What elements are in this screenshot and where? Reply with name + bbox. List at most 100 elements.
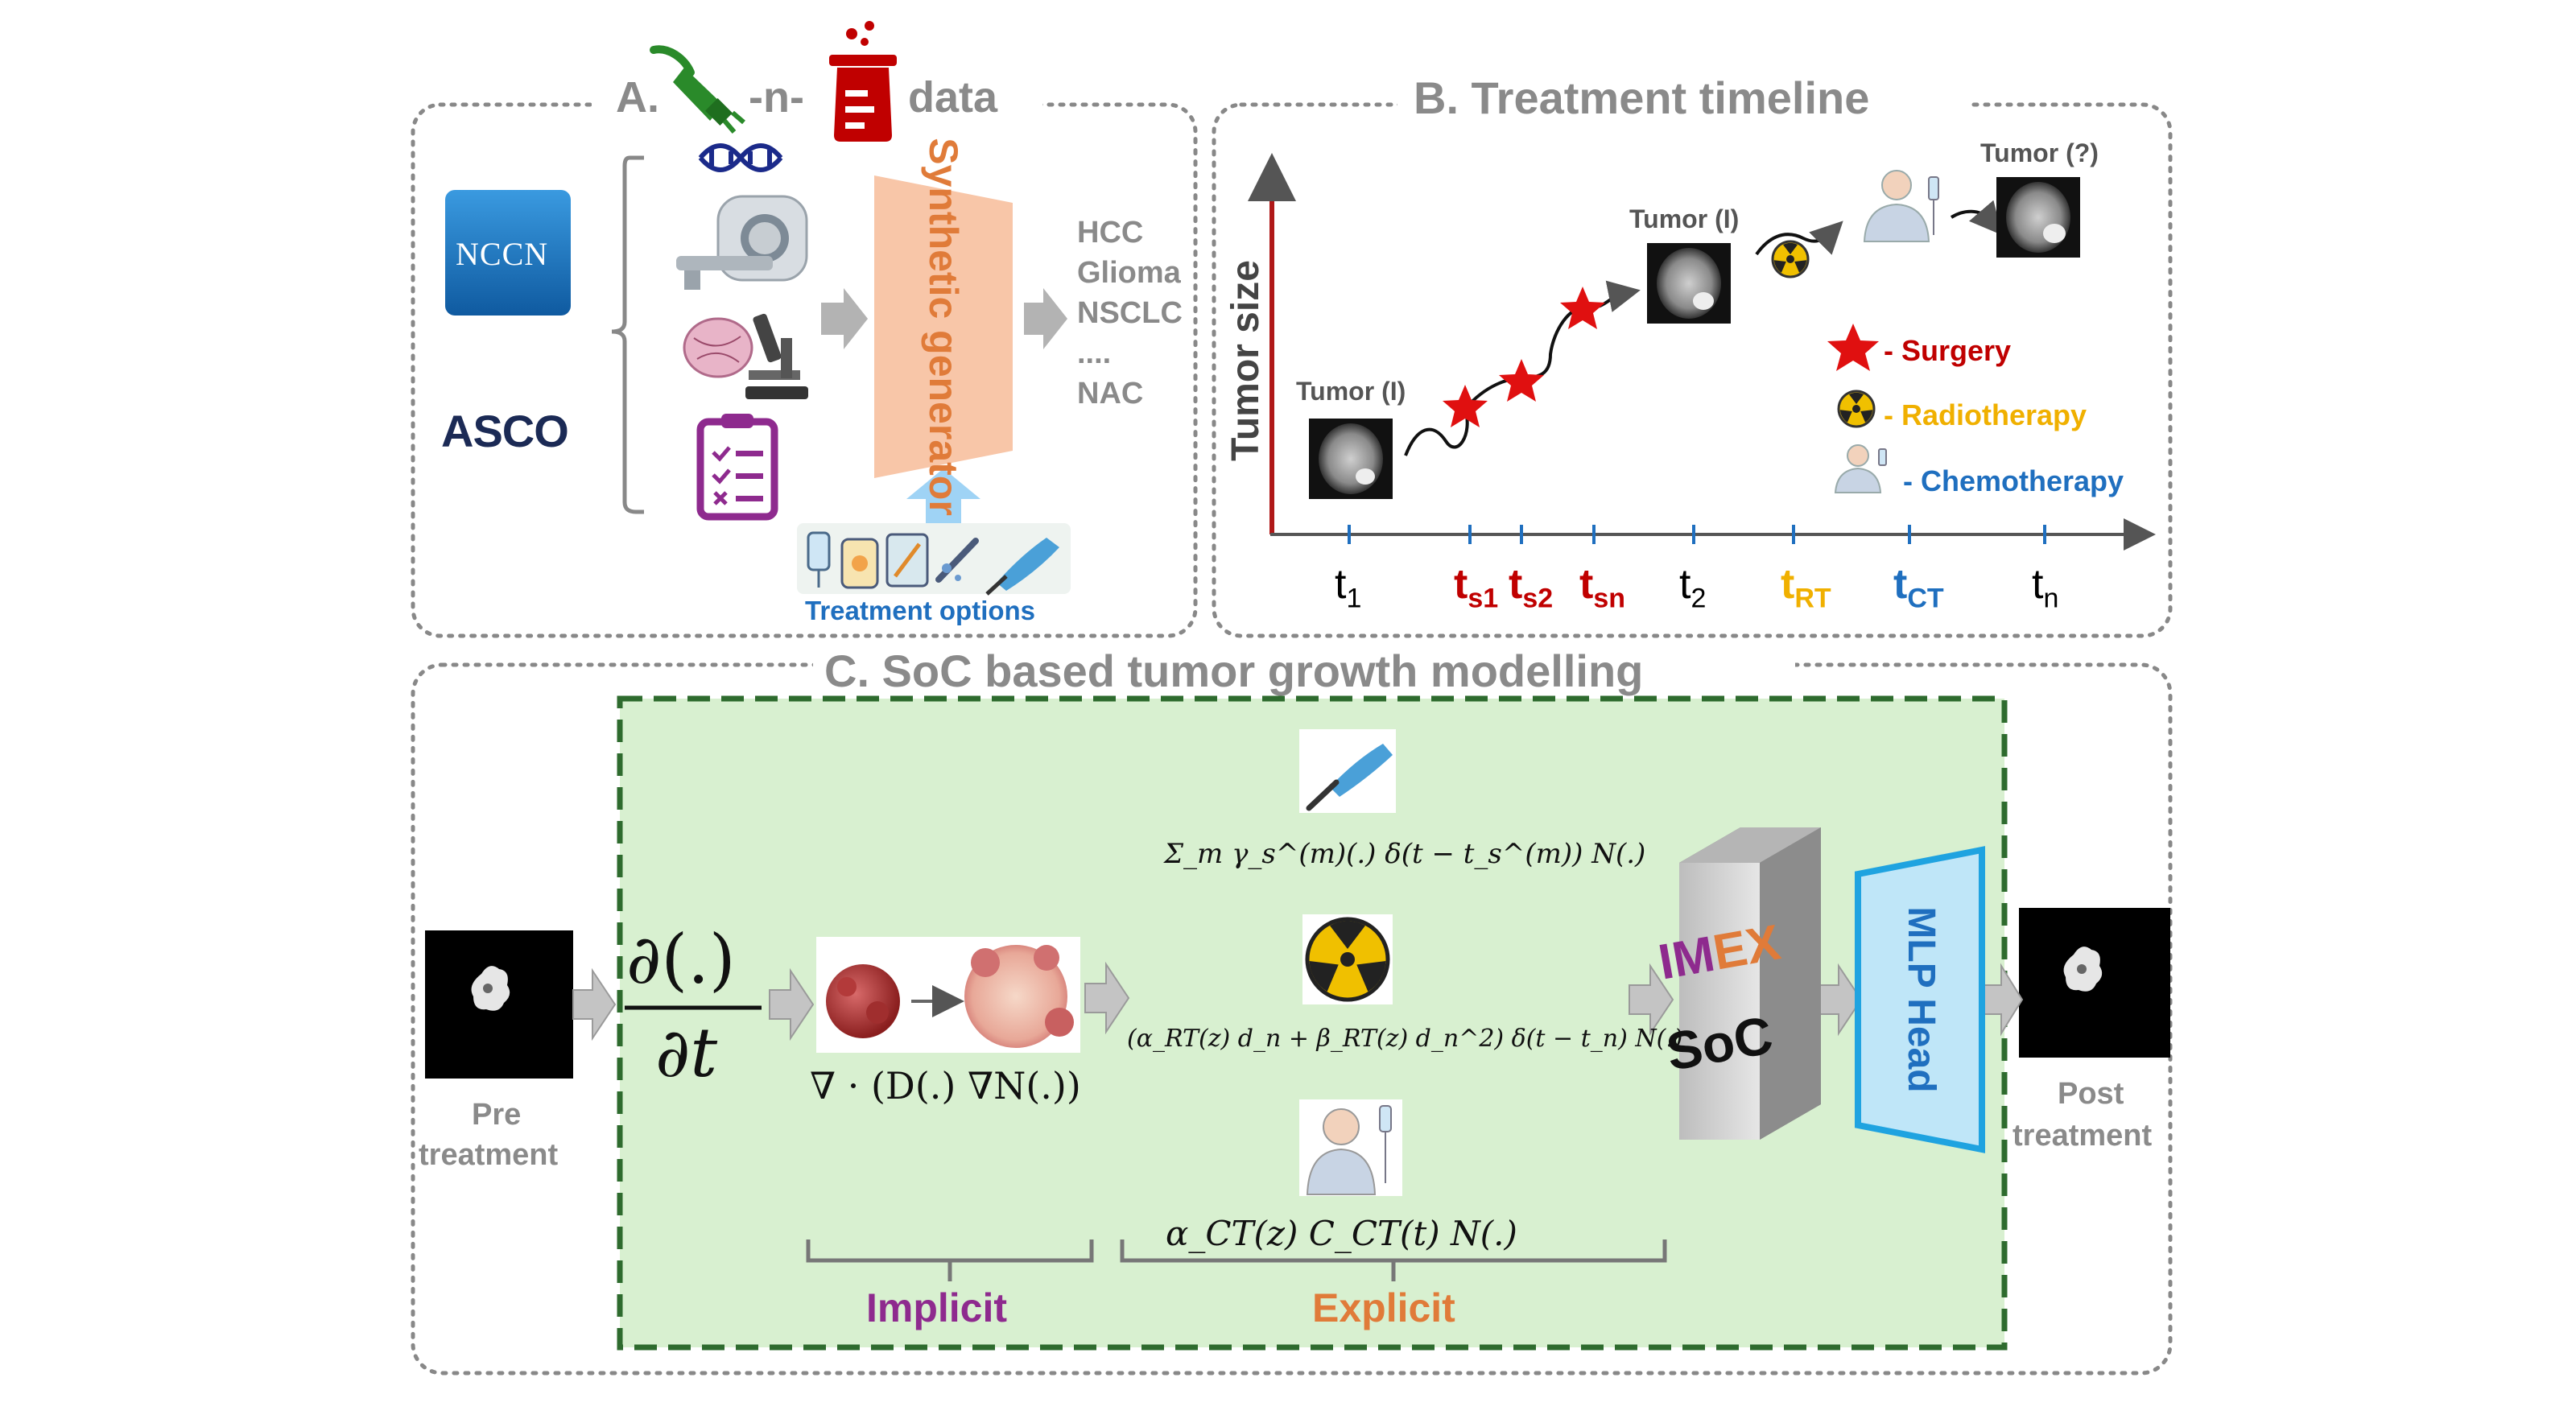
arrow-mlp-to-post [1983,963,2024,1037]
legend-surgery: - Surgery [1884,334,2012,367]
output-ellipsis: .... [1077,336,1112,370]
plug-icon [650,45,745,134]
mlp-head-label: MLP Head [1900,906,1942,1093]
explicit-label: Explicit [1312,1285,1455,1330]
tumor-label-2: Tumor (I) [1629,204,1740,233]
star-icon [1560,287,1605,329]
y-axis-label: Tumor size [1224,260,1267,461]
imex-im: IM [1654,926,1719,991]
scalpel-hand-icon [1299,729,1396,813]
arrow-into-generator [821,288,868,349]
left-brace [611,155,644,514]
arrow-pde-to-diffusion [769,967,815,1041]
tick-label-tn: tn [2032,563,2058,612]
tick-label-trt: tRT [1781,563,1831,612]
microscope-histology-icon [683,313,808,399]
pre-treatment-label-1: Pre [472,1098,522,1132]
tick-base: t [1781,561,1795,608]
output-nac: NAC [1077,377,1144,410]
explicit-brace [1120,1239,1667,1281]
star-icon [1443,385,1488,427]
tick-sub: 1 [1346,583,1362,614]
beaker-icon [829,21,897,142]
brain-mri-3 [1996,177,2080,258]
treatment-options-label: Treatment options [805,596,1036,625]
generator-outputs: HCC Glioma NSCLC .... NAC [1077,217,1183,419]
legend-radiotherapy: - Radiotherapy [1884,398,2087,431]
tick-sub: sn [1593,583,1626,614]
tick-base: t [2032,561,2044,608]
implicit-label: Implicit [866,1285,1008,1330]
tick-sub: RT [1794,583,1831,614]
nccn-logo [445,190,571,316]
tumor-label-3: Tumor (?) [1980,138,2099,167]
tumor-growth-illustration [816,937,1080,1053]
x-axis-ticks [1348,525,2046,544]
radiation-icon [1771,240,1810,278]
tick-label-tct: tCT [1893,563,1944,612]
post-treatment-label-1: Post [2058,1077,2124,1111]
tick-sub: CT [1907,583,1944,614]
treatment-options-icons [797,523,1071,596]
arrow-pre-to-pde [572,967,617,1041]
legend-star-icon [1827,324,1879,371]
tick-sub: 2 [1690,583,1707,614]
surgery-markers [1443,287,1605,427]
tick-sub: n [2043,583,2059,614]
chemotherapy-term: α_CT(z) C_CT(t) N(.) [1166,1214,1517,1253]
imex-ex: EX [1709,914,1785,981]
asco-logo-text: ASCO [441,406,569,456]
pre-treatment-mask [425,930,573,1079]
tick-base: t [1454,561,1468,608]
tick-label-t1: t1 [1335,563,1361,612]
tick-base: t [1335,561,1347,608]
tumor-label-1: Tumor (I) [1296,377,1406,406]
brain-mri-1 [1309,419,1393,499]
radiotherapy-term: (α_RT(z) d_n + β_RT(z) d_n^2) δ(t − t_n)… [1127,1025,1683,1053]
radiation-symbol-icon [1302,914,1393,1004]
pde-denominator: ∂t [655,1013,718,1092]
tick-base: t [1893,561,1908,608]
tick-label-tsn: tsn [1579,563,1625,612]
tick-label-ts1: ts1 [1454,563,1498,612]
treatment-options-arrow [906,468,980,525]
chemotherapy-patient-icon [1299,1099,1402,1196]
arrow-out-of-generator [1024,288,1067,349]
output-hcc: HCC [1077,216,1144,250]
arrow-terms-to-imex [1629,963,1674,1037]
brain-mri-2 [1647,243,1731,324]
output-glioma: Glioma [1077,256,1181,290]
diffusion-term: ∇ · (D(.) ∇N(.)) [810,1064,1081,1107]
mri-scanner-icon [676,195,808,290]
clipboard-icon [696,414,778,521]
flow-arrows [572,961,2024,1041]
tick-base: t [1579,561,1594,608]
arrow-imex-to-mlp [1817,963,1863,1037]
panel-a-title-prefix: A. [616,73,659,122]
synthetic-generator-label: Synthetic generator [921,138,966,516]
tick-base: t [1679,561,1691,608]
legend-chemotherapy: - Chemotherapy [1903,464,2124,497]
post-treatment-label-2: treatment [2013,1119,2153,1153]
legend-radiation-icon [1837,390,1876,428]
legend-chemo-icon [1834,444,1887,493]
chemo-patient-icon [1863,170,1939,242]
nccn-logo-text: NCCN [456,236,549,272]
tick-label-ts2: ts2 [1509,563,1553,612]
star-icon [1499,359,1544,402]
pde-numerator: ∂(.) [626,920,736,999]
implicit-brace [806,1239,1094,1281]
arrow-diffusion-to-terms [1084,961,1130,1035]
panel-c-title: C. SoC based tumor growth modelling [824,646,1644,696]
mlp-head-shape [1855,846,1985,1153]
output-nsclc: NSCLC [1077,296,1183,330]
panel-b-title: B. Treatment timeline [1414,72,1870,123]
tick-label-t2: t2 [1679,563,1706,612]
tick-sub: s1 [1468,583,1499,614]
post-treatment-mask [2019,908,2170,1058]
surgery-term: Σ_m γ_s^(m)(.) δ(t − t_s^(m)) N(.) [1164,838,1646,870]
panel-a-title-suffix: data [908,73,998,122]
panel-a-title-mid: -n- [749,73,804,122]
tick-sub: s2 [1522,583,1554,614]
